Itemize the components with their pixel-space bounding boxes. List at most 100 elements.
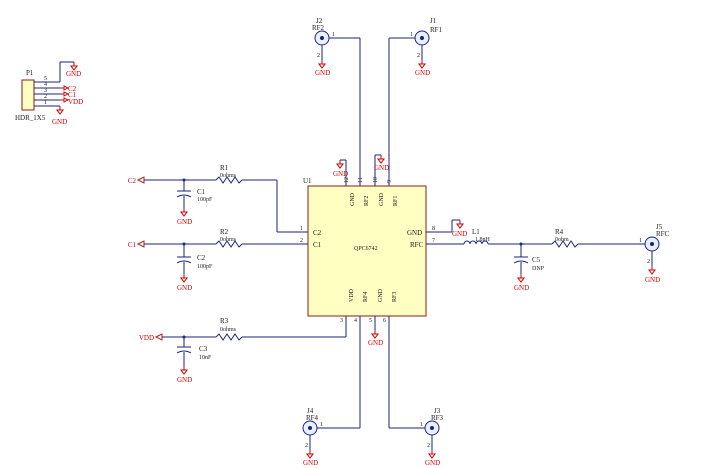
connector-j3-pin2: 2 <box>427 443 430 449</box>
header-net-gnd-bottom: GND <box>52 118 67 126</box>
connector-j4-pin2: 2 <box>305 443 308 449</box>
inductor-l1-ref: L1 <box>472 228 480 236</box>
resistor-r4-symbol <box>551 240 579 248</box>
ic-pin-12-num: 12 <box>344 177 350 183</box>
net-port-vdd <box>154 333 163 341</box>
connector-j5[interactable]: J5 RFC 1 2 GND <box>639 223 670 284</box>
connector-j1-pin1: 1 <box>410 32 413 38</box>
header-name: HDR_1X5 <box>15 114 46 122</box>
ic-pin-8-num: 8 <box>432 226 435 232</box>
net-c1-branch[interactable]: C1 R2 0ohms C2 100pF GND <box>128 228 277 292</box>
resistor-r1-symbol <box>215 176 243 184</box>
ic-u1[interactable]: U1 QPC6742 1 C2 2 C1 12 GND 11 RF2 10 GN… <box>277 38 460 428</box>
gnd-label-top-a: GND <box>333 170 348 178</box>
connector-j5-pin1: 1 <box>639 238 642 244</box>
connector-j5-net: RFC <box>656 230 670 238</box>
connector-j4[interactable]: J4 RF4 1 2 GND <box>302 407 360 467</box>
ic-pin-3-num: 3 <box>340 318 343 324</box>
header-ref: P1 <box>26 69 34 77</box>
capacitor-c1-ref: C1 <box>197 188 206 196</box>
header-net-vdd: VDD <box>68 98 83 106</box>
gnd-label-pin5: GND <box>368 339 383 347</box>
ic-pin-c2: C2 <box>313 229 322 237</box>
connector-j1-pin2: 2 <box>417 53 420 59</box>
connector-j3-net: RF3 <box>431 414 444 422</box>
capacitor-c3-plate-b <box>176 350 192 354</box>
connector-j1[interactable]: J1 RF1 1 2 GND <box>389 17 443 77</box>
capacitor-c3-ref: C3 <box>199 345 208 353</box>
connector-j2-pin1: 1 <box>332 32 335 38</box>
ic-pin-gnd-a: GND <box>350 192 356 206</box>
ic-pin-9-num: 9 <box>387 180 393 183</box>
gnd-label-j1: GND <box>415 69 430 77</box>
inductor-l1-value: 1.8nH <box>475 237 491 243</box>
resistor-r4-value: 0ohm <box>555 237 569 243</box>
gnd-label-j2: GND <box>315 69 330 77</box>
connector-j2-net: RF2 <box>312 24 325 32</box>
ic-pin-rf4: RF4 <box>363 292 369 302</box>
header-pin-5: 5 <box>44 76 47 82</box>
ic-body <box>307 185 427 317</box>
capacitor-c1-plate-b <box>176 194 192 198</box>
ic-ref: U1 <box>303 177 312 185</box>
resistor-r3-symbol <box>215 333 243 341</box>
gnd-label-c3: GND <box>177 376 192 384</box>
connector-j4-ref: J4 <box>307 407 314 415</box>
capacitor-c5-ref: C5 <box>532 256 541 264</box>
connector-j1-ref: J1 <box>430 17 437 25</box>
rfc-chain[interactable]: L1 1.8nH C5 DNP GND R4 0ohm <box>460 228 645 292</box>
resistor-r4-ref: R4 <box>555 228 564 236</box>
net-label-c2: C2 <box>128 177 137 185</box>
ic-pin-rf1: RF1 <box>393 196 399 206</box>
resistor-r1-ref: R1 <box>220 164 229 172</box>
header-pin-2: 2 <box>44 94 47 100</box>
resistor-r2-value: 0ohms <box>220 237 237 243</box>
connector-j3[interactable]: J3 RF3 1 2 GND <box>389 407 444 467</box>
connector-j5-ref: J5 <box>656 223 663 231</box>
header-pins: 5 4 3 2 1 <box>34 76 60 107</box>
resistor-r2-symbol <box>215 240 243 248</box>
ic-pin-7-num: 7 <box>432 238 435 244</box>
ic-pin-6-num: 6 <box>383 318 386 324</box>
gnd-label-c5: GND <box>514 284 529 292</box>
gnd-label-j5: GND <box>645 276 660 284</box>
connector-j1-net: RF1 <box>430 26 443 34</box>
header-pin-3: 3 <box>44 88 47 94</box>
resistor-r3-value: 0ohms <box>220 327 237 333</box>
connector-j2[interactable]: J2 RF2 1 2 GND <box>312 17 360 77</box>
connector-j4-net: RF4 <box>306 414 319 422</box>
connector-j2-pin2: 2 <box>317 53 320 59</box>
ic-pin-4-num: 4 <box>354 318 357 324</box>
resistor-r3-ref: R3 <box>220 317 229 325</box>
ic-pin-10-num: 10 <box>373 177 379 183</box>
ic-pin-11-num: 11 <box>358 177 364 183</box>
resistor-r2-ref: R2 <box>220 228 229 236</box>
capacitor-c1-value: 100pF <box>197 197 213 203</box>
gnd-label-j4: GND <box>303 459 318 467</box>
capacitor-c5-value: DNP <box>532 266 545 272</box>
ic-pin-rf2: RF2 <box>364 196 370 206</box>
gnd-label-c1: GND <box>177 218 192 226</box>
resistor-r1-value: 0ohms <box>220 173 237 179</box>
capacitor-c5-plate-b <box>513 260 529 264</box>
net-c2-branch[interactable]: C2 R1 0ohms C1 100pF GND <box>128 164 278 232</box>
net-port-c1 <box>136 240 145 248</box>
header-pin-4: 4 <box>44 82 47 88</box>
ic-pin-gnd-b: GND <box>379 192 385 206</box>
ic-pin-rf3: RF3 <box>392 292 398 302</box>
ic-pin-2-num: 2 <box>300 238 303 244</box>
inductor-l1-symbol <box>463 240 489 245</box>
net-vdd-branch[interactable]: VDD R3 0ohms C3 10nF GND <box>139 317 346 384</box>
ic-pin-5-num: 5 <box>369 318 372 324</box>
connector-j5-pin2: 2 <box>647 259 650 265</box>
ic-pin-gnd-right: GND <box>407 229 422 237</box>
ic-pin-gnd-bottom: GND <box>378 288 384 302</box>
ic-part: QPC6742 <box>354 246 378 252</box>
connector-j3-pin1: 1 <box>420 422 423 428</box>
net-label-vdd: VDD <box>139 334 154 342</box>
header-p1[interactable]: P1 HDR_1X5 5 4 3 2 1 GND C2 C1 VDD GND <box>15 61 83 126</box>
connector-j2-ref: J2 <box>316 17 323 25</box>
connector-j3-ref: J3 <box>434 407 441 415</box>
header-net-c2: C2 <box>68 85 77 93</box>
